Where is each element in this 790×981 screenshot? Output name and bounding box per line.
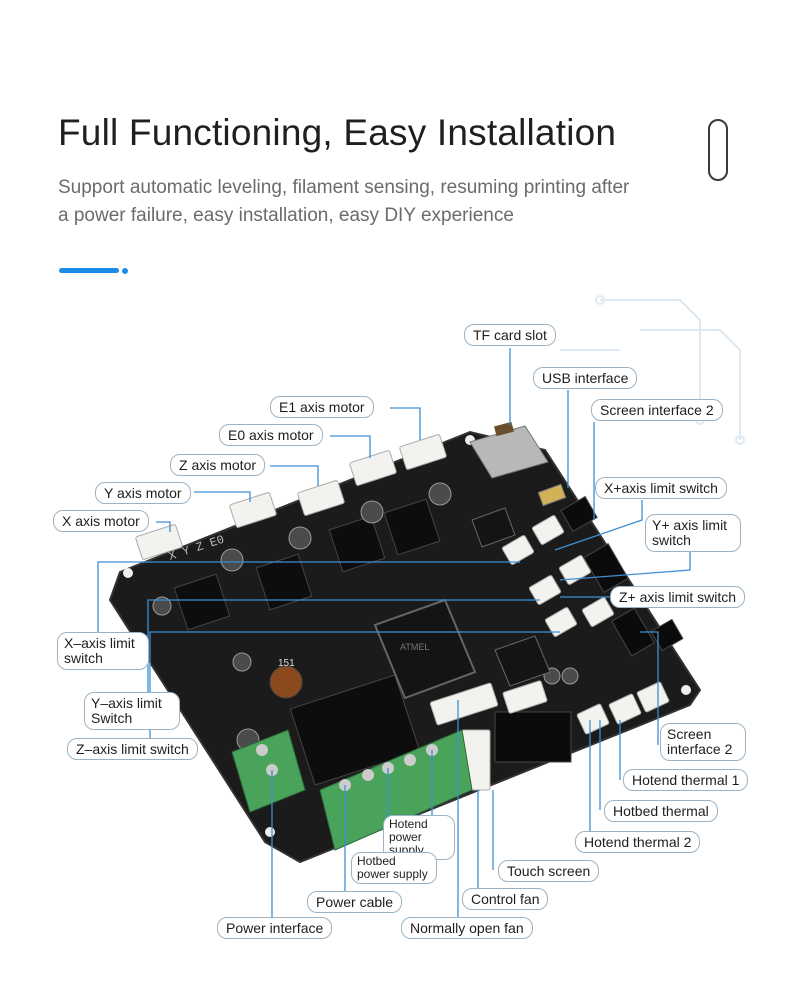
main-mcu-chip (373, 598, 477, 700)
label-x-axis-motor: X axis motor (53, 510, 149, 532)
label-x-plus-limit-switch: X+axis limit switch (595, 477, 727, 499)
label-screen-interface-2-bottom: Screen interface 2 (660, 723, 746, 761)
subtitle-line-2: a power failure, easy installation, easy… (58, 205, 514, 226)
chip-label: ATMEL (400, 642, 429, 652)
capacitors (152, 482, 579, 752)
secondary-chip (494, 635, 551, 687)
label-hotbed-power-supply: Hotbed power supply (351, 852, 437, 884)
page-subtitle: Support automatic leveling, filament sen… (58, 174, 718, 230)
label-power-cable: Power cable (307, 891, 403, 913)
label-hotend-thermal-1: Hotend thermal 1 (623, 769, 749, 791)
usb-chip (471, 507, 516, 548)
label-e1-axis-motor: E1 axis motor (270, 396, 374, 418)
inductor-label: 151 (278, 658, 295, 669)
circuit-decoration (560, 295, 745, 445)
mount-hole (265, 827, 275, 837)
mount-hole (123, 568, 133, 578)
inductor (269, 665, 303, 699)
subtitle-line-1: Support automatic leveling, filament sen… (58, 177, 630, 198)
label-tf-card-slot: TF card slot (464, 324, 556, 346)
label-hotend-thermal-2: Hotend thermal 2 (575, 831, 701, 853)
pill-outline-icon (708, 119, 728, 181)
mount-hole (681, 685, 691, 695)
label-z-axis-motor: Z axis motor (170, 454, 266, 476)
label-control-fan: Control fan (462, 888, 549, 910)
label-y-minus-limit-switch: Y–axis limit Switch (84, 692, 180, 730)
label-x-minus-limit-switch: X–axis limit switch (57, 632, 149, 670)
label-e0-axis-motor: E0 axis motor (219, 424, 323, 446)
label-normally-open-fan: Normally open fan (401, 917, 533, 939)
label-usb-interface: USB interface (533, 367, 638, 389)
page-title: Full Functioning, Easy Installation (58, 112, 617, 153)
label-hotbed-thermal: Hotbed thermal (604, 800, 718, 822)
motor-connectors (135, 434, 447, 560)
pin-headers (494, 495, 684, 763)
label-z-plus-limit-switch: Z+ axis limit switch (610, 586, 746, 608)
driver-heatsinks (173, 498, 441, 786)
label-touch-screen: Touch screen (498, 860, 600, 882)
usb-port (537, 483, 567, 507)
power-terminal-blocks (231, 729, 473, 851)
accent-dash-icon (59, 268, 119, 273)
label-screen-interface-2-top: Screen interface 2 (591, 399, 723, 421)
limit-switch-connectors (501, 515, 615, 637)
accent-dot-icon (122, 268, 128, 274)
label-y-axis-motor: Y axis motor (95, 482, 191, 504)
label-power-interface: Power interface (217, 917, 333, 939)
label-y-plus-limit-switch: Y+ axis limit switch (645, 514, 741, 552)
label-z-minus-limit-switch: Z–axis limit switch (67, 738, 198, 760)
